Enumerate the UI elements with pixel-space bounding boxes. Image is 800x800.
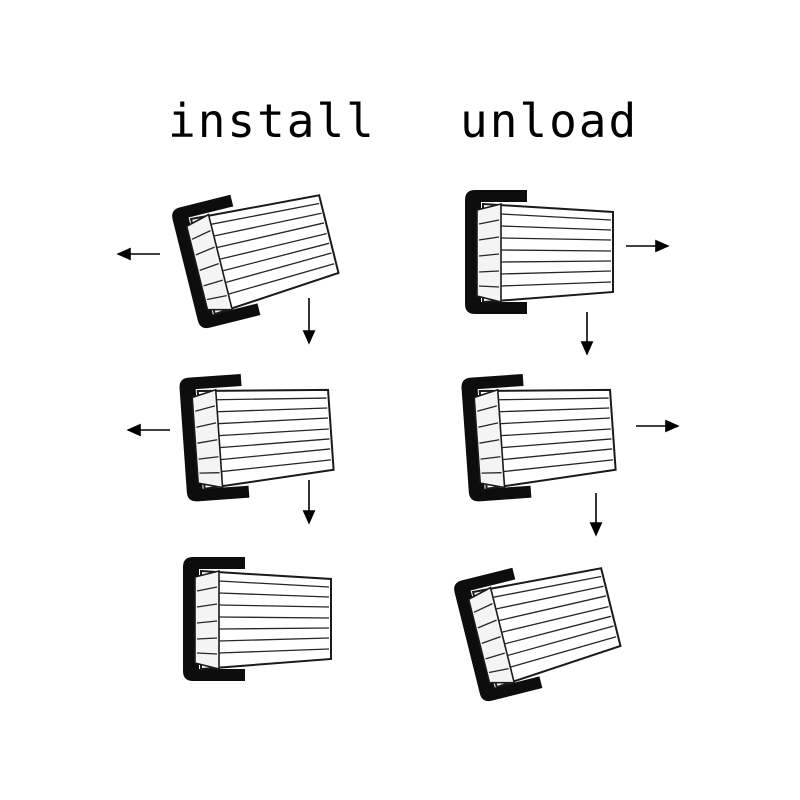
install-heading: install <box>168 94 376 148</box>
unload-step-2-collet-icon <box>459 366 619 504</box>
unload-heading: unload <box>460 94 639 148</box>
unload-step-3-collet-icon <box>451 545 627 705</box>
install-step-3-collet-icon <box>182 556 332 682</box>
install-step-1-collet-icon <box>169 172 345 332</box>
install-step-2-collet-icon <box>177 366 337 504</box>
unload-step-1-collet-icon <box>464 189 614 315</box>
